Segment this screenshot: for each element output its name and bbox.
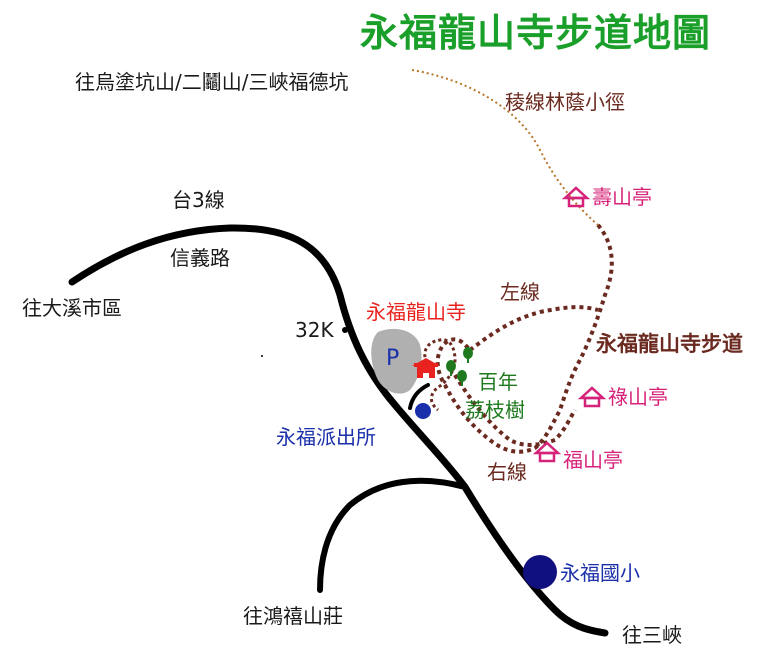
school-circle-icon — [523, 555, 557, 589]
main-trail-path — [435, 223, 614, 454]
ridge-trail-path — [411, 69, 599, 226]
road-name-label: 信義路 — [170, 246, 230, 270]
north-route-label: 往烏塗坑山/二鬮山/三峽福德坑 — [75, 70, 349, 94]
ridge-trail-label: 稜線林蔭小徑 — [505, 90, 625, 114]
to-daxi-label: 往大溪市區 — [22, 296, 122, 320]
pavilion-label-lushan: 祿山亭 — [608, 385, 668, 409]
house-icon — [577, 386, 607, 408]
right-line-label: 右線 — [487, 460, 527, 484]
lychee-label-line1: 百年 — [478, 370, 518, 394]
lychee-label-line2: 荔枝樹 — [465, 398, 525, 422]
temple-loop-path — [423, 338, 457, 412]
house-icon — [532, 441, 562, 463]
pavilion-label-fushan: 福山亭 — [563, 448, 623, 472]
to-hongxi-label: 往鴻禧山莊 — [243, 604, 343, 628]
left-line-path — [468, 305, 599, 352]
to-sanxia-label: 往三峽 — [622, 623, 682, 647]
temple-label: 永福龍山寺 — [366, 300, 466, 324]
trail-name-label: 永福龍山寺步道 — [596, 332, 743, 356]
branch-road — [317, 477, 468, 593]
police-circle-icon — [415, 403, 431, 419]
pavilion-label-shoushan: 壽山亭 — [592, 185, 652, 209]
stray-dot — [261, 355, 263, 357]
highway-label: 台3線 — [172, 188, 225, 212]
dot-icon — [342, 327, 348, 333]
parking-label: P — [386, 346, 400, 371]
left-line-label: 左線 — [500, 280, 540, 304]
km-marker-label: 32K — [295, 318, 334, 342]
tree-icon — [446, 347, 473, 386]
house-icon — [561, 186, 591, 208]
side-road — [408, 383, 430, 410]
temple-icon — [412, 358, 440, 378]
parking-area — [371, 328, 422, 394]
school-label: 永福國小 — [560, 561, 640, 585]
map-title: 永福龍山寺步道地圖 — [360, 11, 712, 55]
police-label: 永福派出所 — [276, 425, 376, 449]
